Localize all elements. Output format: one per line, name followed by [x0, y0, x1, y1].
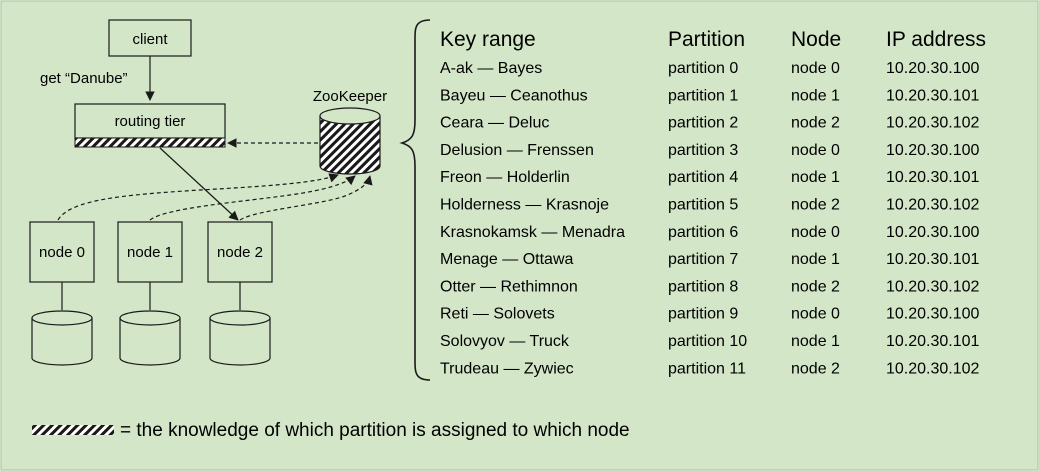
node0-heartbeat-arrow	[57, 173, 339, 221]
table-cell: A-ak — Bayes	[440, 60, 542, 77]
table-cell: 10.20.30.100	[886, 60, 980, 77]
routing-tier-hatch	[74, 137, 226, 148]
legend-text: = the knowledge of which partition is as…	[120, 420, 630, 441]
table-cell: node 1	[791, 87, 840, 104]
table-cell: 10.20.30.101	[886, 87, 980, 104]
table-cell: 10.20.30.100	[886, 306, 980, 323]
table-cell: partition 3	[668, 142, 738, 159]
table-row: Delusion — Frenssen partition 3 node 0 10.2…	[440, 142, 980, 159]
table-row: Trudeau — Zywiec partition 11 node 2 10.20.…	[440, 360, 980, 377]
table-cell: partition 8	[668, 278, 738, 295]
table-cell: Freon — Holderlin	[440, 169, 570, 186]
table-cell: node 1	[791, 251, 840, 268]
table-row: Krasnokamsk — Menadra partition 6 node 0 10…	[440, 224, 980, 241]
client-box: client	[108, 19, 192, 57]
table-cell: node 0	[791, 142, 840, 159]
routing-tier-label: routing tier	[115, 113, 186, 130]
client-label: client	[132, 31, 168, 48]
table-cell: 10.20.30.102	[886, 278, 980, 295]
table-cell: node 1	[791, 333, 840, 350]
table-cell: Trudeau — Zywiec	[440, 360, 574, 377]
table-row: Holderness — Krasnoje partition 5 node 2 10…	[440, 197, 980, 214]
table-cell: node 1	[791, 169, 840, 186]
node2-heartbeat-arrow	[239, 175, 373, 221]
table-cell: 10.20.30.100	[886, 224, 980, 241]
curly-brace	[399, 19, 431, 381]
table-cell: Holderness — Krasnoje	[440, 197, 609, 214]
table-cell: node 0	[791, 60, 840, 77]
table-row: Bayeu — Ceanothus partition 1 node 1 10.20.…	[440, 87, 980, 104]
node-1: node 1	[117, 221, 183, 366]
table-cell: Delusion — Frenssen	[440, 142, 594, 159]
node1-heartbeat-arrow	[149, 175, 356, 221]
table-cell: partition 2	[668, 115, 738, 132]
zookeeper-label: ZooKeeper	[313, 88, 387, 105]
table-cell: 10.20.30.101	[886, 169, 980, 186]
table-cell: Ceara — Deluc	[440, 115, 549, 132]
table-cell: 10.20.30.101	[886, 251, 980, 268]
table-cell: Otter — Rethimnon	[440, 278, 578, 295]
route-to-node2-arrow	[159, 147, 239, 221]
table-row: Ceara — Deluc partition 2 node 2 10.20.30.1…	[440, 115, 980, 132]
node-1-label: node 1	[127, 244, 173, 261]
table-cell: Menage — Ottawa	[440, 251, 574, 268]
legend: = the knowledge of which partition is as…	[32, 420, 630, 441]
table-cell: 10.20.30.100	[886, 142, 980, 159]
node-0-label: node 0	[39, 244, 85, 261]
routing-tier-box: routing tier	[74, 103, 226, 148]
table-cell: Krasnokamsk — Menadra	[440, 224, 625, 241]
table-cell: partition 6	[668, 224, 738, 241]
table-header-0: Key range	[440, 28, 536, 51]
table-header-2: Node	[791, 28, 841, 51]
table-cell: Reti — Solovets	[440, 306, 555, 323]
table-cell: 10.20.30.102	[886, 197, 980, 214]
table-cell: 10.20.30.102	[886, 360, 980, 377]
table-header-3: IP address	[886, 28, 986, 51]
table-row: Reti — Solovets partition 9 node 0 10.20.30…	[440, 306, 980, 323]
table-cell: partition 10	[668, 333, 747, 350]
table-cell: partition 11	[668, 360, 746, 377]
table-row: Otter — Rethimnon partition 8 node 2 10.20.…	[440, 278, 980, 295]
table-cell: 10.20.30.101	[886, 333, 980, 350]
table-row: Menage — Ottawa partition 7 node 1 10.20.30…	[440, 251, 980, 268]
table-cell: node 0	[791, 306, 840, 323]
node-2-label: node 2	[217, 244, 263, 261]
table-cell: partition 7	[668, 251, 738, 268]
table-header-1: Partition	[668, 28, 745, 51]
table-cell: 10.20.30.102	[886, 115, 980, 132]
table-row: Freon — Holderlin partition 4 node 1 10.20.…	[440, 169, 980, 186]
request-label: get “Danube”	[40, 70, 128, 87]
table-cell: partition 1	[668, 87, 738, 104]
legend-hatch-swatch	[32, 425, 114, 435]
table-cell: node 2	[791, 360, 840, 377]
table-row: Solovyov — Truck partition 10 node 1 10.20.…	[440, 333, 980, 350]
table-cell: node 2	[791, 197, 840, 214]
table-cell: node 2	[791, 278, 840, 295]
node-0: node 0	[29, 221, 95, 366]
table-row: A-ak — Bayes partition 0 node 0 10.20.30.10…	[440, 60, 980, 77]
table-cell: Solovyov — Truck	[440, 333, 570, 350]
node-2: node 2	[207, 221, 273, 366]
zookeeper-cylinder: ZooKeeper	[313, 88, 387, 175]
table-cell: node 0	[791, 224, 840, 241]
table-cell: partition 5	[668, 197, 738, 214]
table-cell: partition 9	[668, 306, 738, 323]
table-cell: partition 0	[668, 60, 738, 77]
table-cell: partition 4	[668, 169, 738, 186]
table-cell: Bayeu — Ceanothus	[440, 87, 588, 104]
table-cell: node 2	[791, 115, 840, 132]
